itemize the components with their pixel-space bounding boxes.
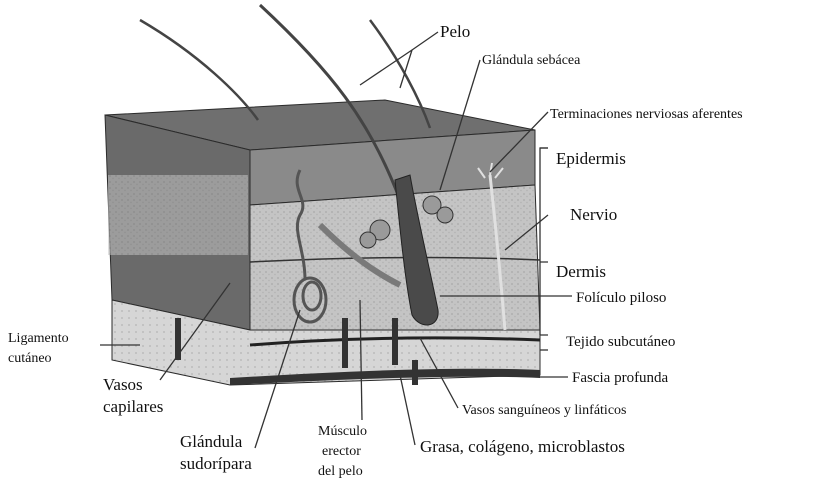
label-vasos-capilares-line2: capilares <box>103 397 163 416</box>
label-musculo-line1: Músculo <box>318 424 367 439</box>
label-terminaciones-nerviosas: Terminaciones nerviosas aferentes <box>550 107 743 122</box>
label-epidermis: Epidermis <box>556 149 626 168</box>
label-dermis: Dermis <box>556 262 606 281</box>
label-glandula-sudoripara-line1: Glándula <box>180 432 243 451</box>
label-glandula-sebacea: Glándula sebácea <box>482 53 581 68</box>
label-grasa-colageno: Grasa, colágeno, microblastos <box>420 437 625 456</box>
label-musculo-line2: erector <box>322 444 361 459</box>
hair-1 <box>140 20 258 120</box>
label-tejido-subcutaneo: Tejido subcutáneo <box>566 334 675 350</box>
label-musculo-line3: del pelo <box>318 464 363 479</box>
left-face-dermis <box>108 175 248 255</box>
label-glandula-sudoripara-line2: sudorípara <box>180 454 252 473</box>
label-ligamento-line1: Ligamento <box>8 331 69 346</box>
label-ligamento-line2: cutáneo <box>8 351 52 366</box>
label-fascia-profunda: Fascia profunda <box>572 370 669 386</box>
label-foliculo-piloso: Folículo piloso <box>576 290 666 306</box>
label-vasos-capilares-line1: Vasos <box>103 375 143 394</box>
label-pelo: Pelo <box>440 22 470 41</box>
label-nervio: Nervio <box>570 205 617 224</box>
label-vasos-sanguineos: Vasos sanguíneos y linfáticos <box>462 403 626 418</box>
